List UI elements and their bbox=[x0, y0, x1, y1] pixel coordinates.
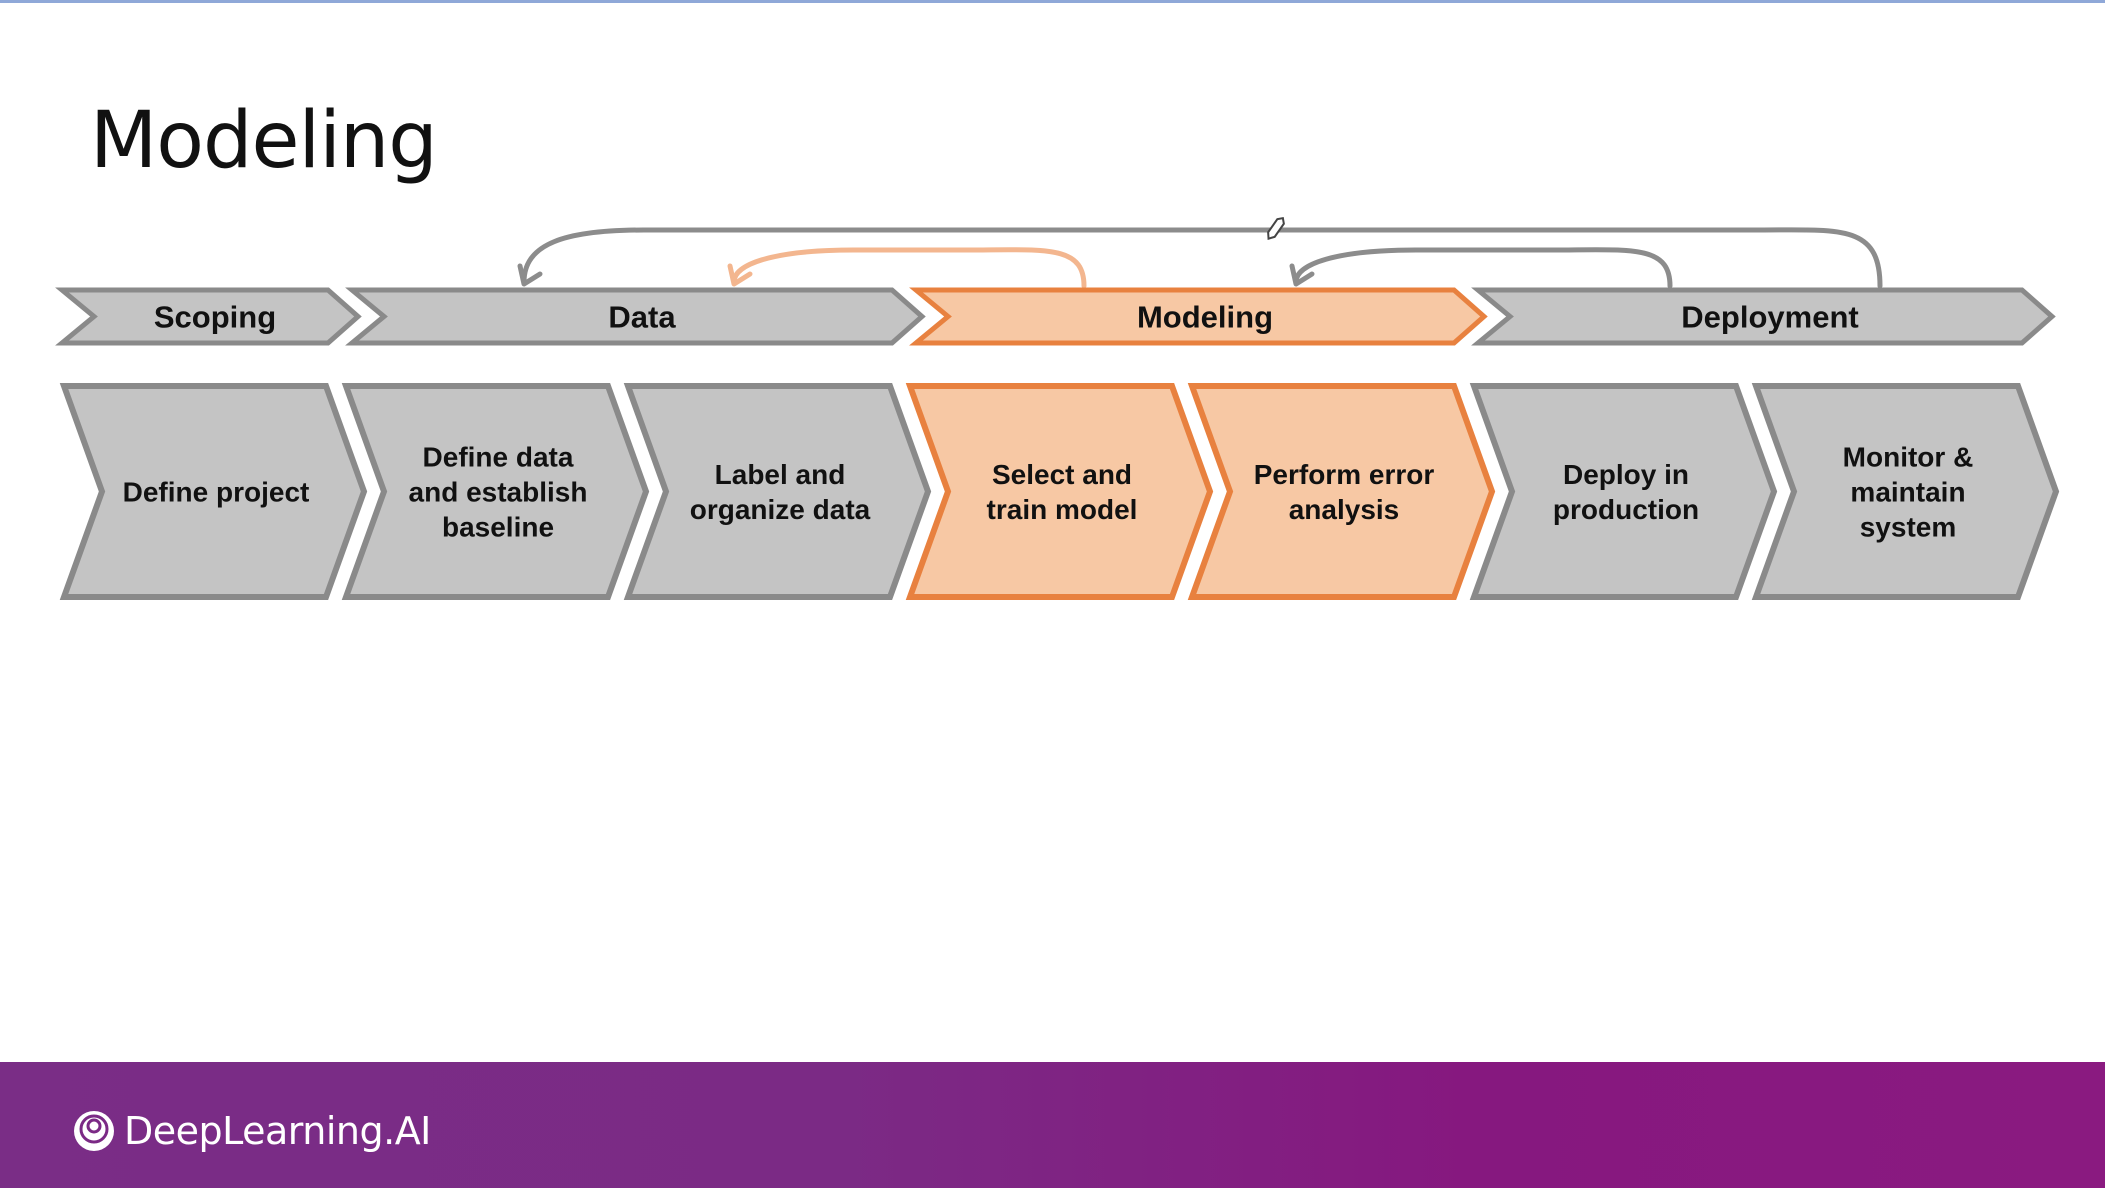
phase-label-modeling: Modeling bbox=[1137, 300, 1273, 335]
step-define-project bbox=[59, 383, 368, 600]
phase-label-deployment: Deployment bbox=[1681, 300, 1858, 335]
phase-scoping bbox=[55, 287, 362, 346]
step-perform-error-analysis bbox=[1187, 383, 1496, 600]
phase-modeling bbox=[909, 287, 1488, 346]
step-deploy-in-production bbox=[1469, 383, 1778, 600]
logo-mark-icon bbox=[74, 1111, 114, 1151]
deeplearning-ai-logo: DeepLearning.AI bbox=[72, 1109, 431, 1153]
ml-lifecycle-diagram: Scoping Data Modeling Deployment Define pro… bbox=[55, 217, 2060, 600]
arrow-deployment-to-data bbox=[521, 227, 1883, 289]
step-select-and-train-model bbox=[905, 383, 1214, 600]
feedback-arrows bbox=[517, 227, 1883, 289]
step-monitor-maintain-system bbox=[1751, 383, 2060, 600]
slide-title: Modeling bbox=[90, 96, 438, 186]
top-border bbox=[0, 0, 2105, 3]
arrow-deployment-to-data-head bbox=[517, 263, 543, 287]
phase-data bbox=[345, 287, 926, 346]
phase-row: Scoping Data Modeling Deployment bbox=[55, 287, 2056, 346]
step-define-data-and-establish-baseline bbox=[341, 383, 650, 600]
arrow-modeling-to-data bbox=[731, 247, 1087, 289]
footer-bar bbox=[0, 1062, 2105, 1188]
logo-text: DeepLearning.AI bbox=[124, 1109, 431, 1153]
phase-deployment bbox=[1471, 287, 2056, 346]
pen-cursor-icon bbox=[1267, 217, 1285, 240]
arrow-deployment-to-modeling-head bbox=[1289, 263, 1315, 287]
arrow-deployment-to-modeling bbox=[1293, 247, 1673, 289]
phase-label-scoping: Scoping bbox=[154, 300, 276, 335]
step-define-project-label: Define project bbox=[123, 477, 310, 508]
arrow-modeling-to-data-head bbox=[727, 263, 753, 287]
step-label-and-organize-data bbox=[623, 383, 932, 600]
phase-label-data: Data bbox=[608, 300, 676, 335]
